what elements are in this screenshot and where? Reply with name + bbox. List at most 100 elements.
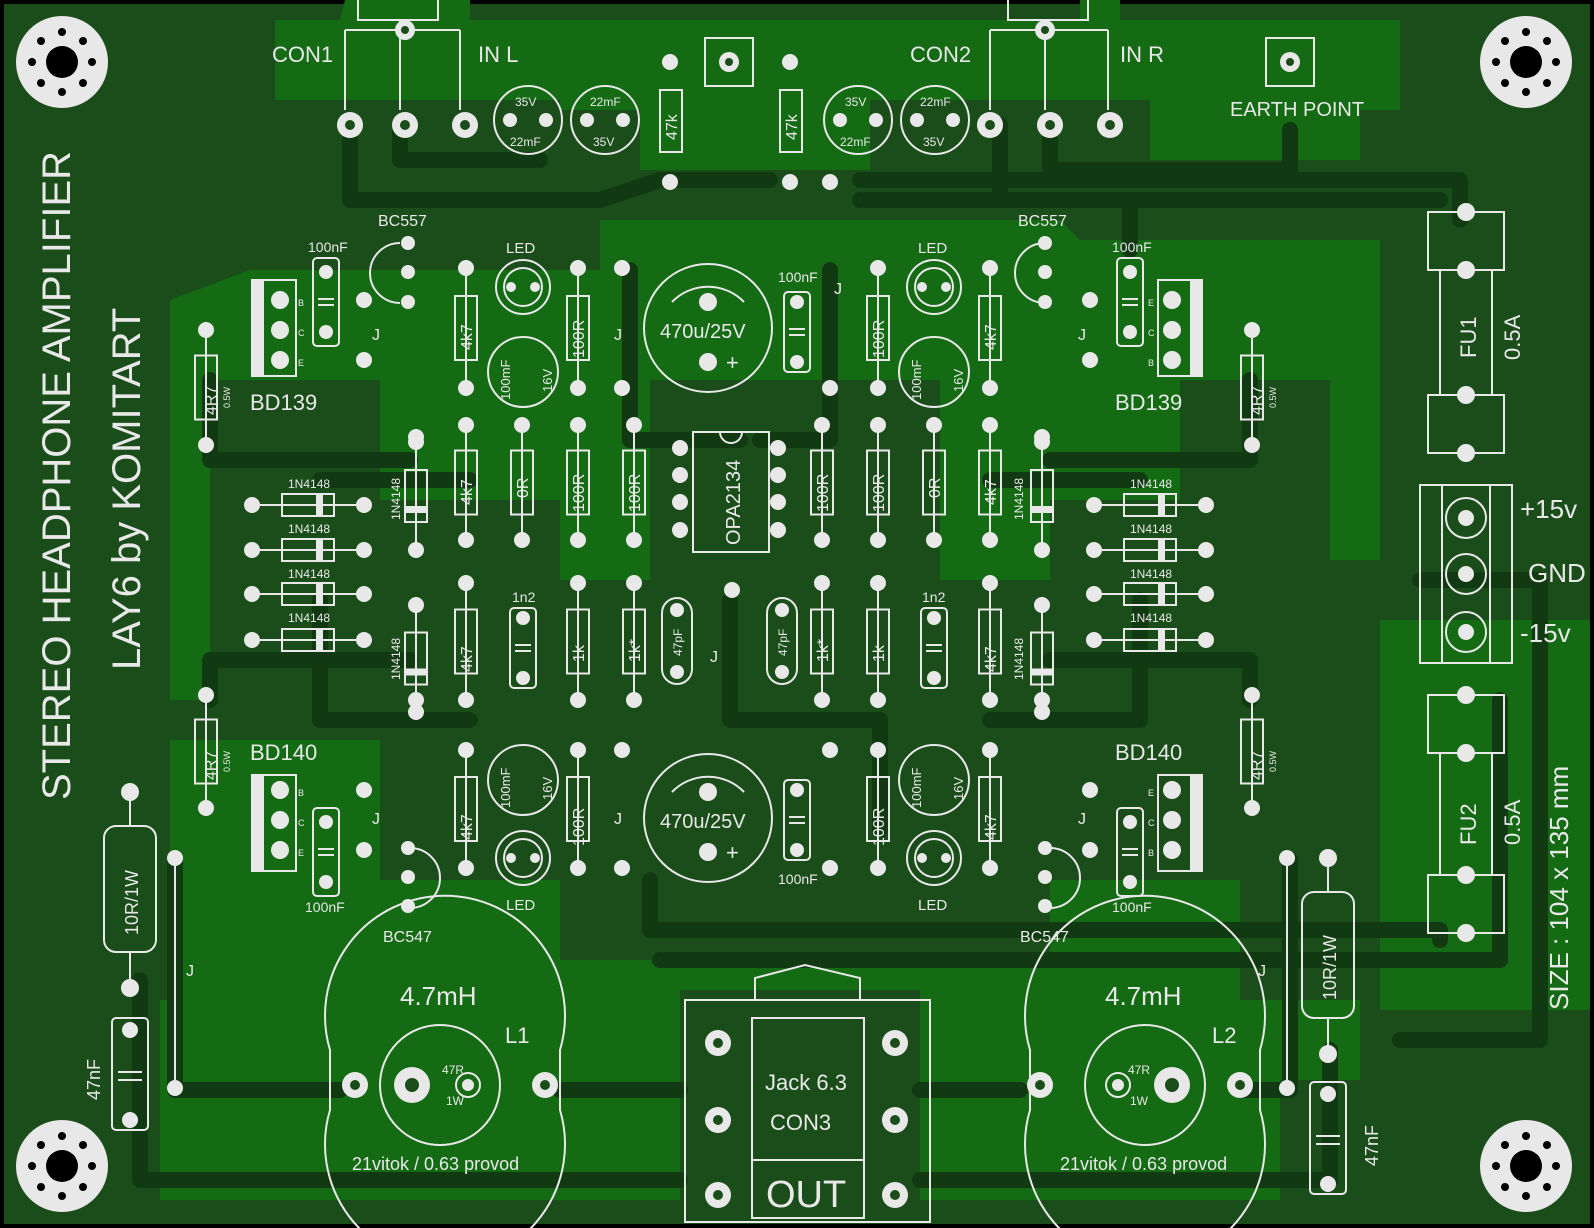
via-pad xyxy=(356,782,372,798)
via-pad xyxy=(614,260,630,276)
svg-text:4k7: 4k7 xyxy=(983,324,1000,350)
diode xyxy=(1086,538,1214,562)
svg-text:100mF: 100mF xyxy=(498,767,513,808)
svg-text:4k7: 4k7 xyxy=(983,814,1000,840)
svg-text:1N4148: 1N4148 xyxy=(1130,567,1172,581)
input-connector-right: CON2 IN R xyxy=(910,0,1164,138)
svg-text:J: J xyxy=(614,811,622,828)
svg-text:100R: 100R xyxy=(871,320,888,358)
svg-text:E: E xyxy=(298,848,304,858)
svg-text:1k: 1k xyxy=(571,644,588,662)
via-pad xyxy=(1082,292,1098,308)
svg-text:0.5W: 0.5W xyxy=(1268,386,1278,408)
cap-470u-top: 470u/25V + xyxy=(643,263,773,393)
svg-text:L2: L2 xyxy=(1212,1023,1236,1048)
svg-text:47k: 47k xyxy=(784,113,801,140)
svg-text:E: E xyxy=(298,358,304,368)
svg-text:1N4148: 1N4148 xyxy=(288,611,330,625)
jack-ref: CON3 xyxy=(770,1110,831,1135)
svg-text:100mF: 100mF xyxy=(909,767,924,808)
svg-text:1W: 1W xyxy=(1130,1094,1149,1108)
svg-text:100nF: 100nF xyxy=(1112,239,1152,255)
via-pad xyxy=(1082,782,1098,798)
resistor xyxy=(566,575,590,708)
bd139-right-label: BD139 xyxy=(1115,390,1182,415)
svg-text:0.5W: 0.5W xyxy=(222,386,232,408)
transistor-bd140-left: B C E BD140 xyxy=(250,740,317,872)
fuse-fu2: FU2 0.5A xyxy=(1427,686,1525,942)
svg-text:BC547: BC547 xyxy=(1020,929,1069,946)
svg-text:100nF: 100nF xyxy=(778,871,818,887)
svg-text:16V: 16V xyxy=(540,777,555,800)
svg-text:J: J xyxy=(834,281,842,298)
svg-text:1k: 1k xyxy=(871,644,888,662)
input-connector-left: CON1 IN L xyxy=(272,0,518,138)
diode xyxy=(1086,628,1214,652)
transistor-bc557-left: BC557 xyxy=(369,213,427,309)
svg-text:FU1: FU1 xyxy=(1456,316,1481,358)
diode xyxy=(244,628,372,652)
resistor xyxy=(866,417,890,548)
svg-text:BC547: BC547 xyxy=(383,929,432,946)
resistor xyxy=(622,417,646,548)
resistor xyxy=(1240,687,1264,816)
diode xyxy=(404,434,428,558)
diode xyxy=(1030,597,1054,720)
svg-text:100R: 100R xyxy=(627,474,644,512)
svg-text:47nF: 47nF xyxy=(1362,1125,1382,1166)
diode xyxy=(244,582,372,606)
con1-label: CON1 xyxy=(272,42,333,67)
svg-text:4k7: 4k7 xyxy=(983,479,1000,505)
minus-15v-label: -15v xyxy=(1520,618,1571,648)
transistor-bd140-right: E C B BD140 xyxy=(1115,740,1203,872)
svg-text:22mF: 22mF xyxy=(510,135,541,149)
svg-text:100nF: 100nF xyxy=(308,239,348,255)
svg-text:100nF: 100nF xyxy=(778,269,818,285)
resistor xyxy=(810,575,834,708)
svg-text:0.5W: 0.5W xyxy=(222,750,232,772)
svg-text:BC557: BC557 xyxy=(1018,213,1067,230)
inductor-l1: 4.7mH L1 47R 1W 21vitok / 0.63 provod xyxy=(324,894,566,1228)
svg-text:0R: 0R xyxy=(927,478,944,498)
svg-text:100R: 100R xyxy=(871,474,888,512)
resistor xyxy=(510,417,534,548)
inductor-l2: 4.7mH L2 47R 1W 21vitok / 0.63 provod xyxy=(1024,894,1266,1228)
svg-text:C: C xyxy=(298,818,305,828)
svg-text:B: B xyxy=(1148,848,1154,858)
svg-text:21vitok / 0.63 provod: 21vitok / 0.63 provod xyxy=(352,1154,519,1174)
mounting-holes xyxy=(16,16,1572,1212)
svg-text:47R: 47R xyxy=(1128,1063,1150,1077)
diode xyxy=(244,538,372,562)
resistor xyxy=(866,260,890,396)
via-pad xyxy=(822,380,838,396)
svg-text:16V: 16V xyxy=(951,369,966,392)
power-terminal: +15v GND -15v xyxy=(1419,484,1586,664)
svg-text:C: C xyxy=(1148,818,1155,828)
fuse-fu1: FU1 0.5A xyxy=(1427,203,1525,462)
resistor xyxy=(566,742,590,876)
svg-text:0R: 0R xyxy=(515,478,532,498)
svg-text:16V: 16V xyxy=(540,369,555,392)
resistor xyxy=(922,417,946,548)
svg-text:+: + xyxy=(726,840,739,865)
opamp-ic: OPA2134 xyxy=(672,431,786,553)
resistor xyxy=(866,575,890,708)
via-pad xyxy=(614,742,630,758)
svg-text:J: J xyxy=(1078,811,1086,828)
via-pad xyxy=(1082,352,1098,368)
svg-text:LED: LED xyxy=(506,240,535,257)
resistor-47k-left: 47k xyxy=(659,54,683,190)
svg-text:B: B xyxy=(298,298,304,308)
test-point-square xyxy=(704,37,754,87)
earth-point: EARTH POINT xyxy=(1230,37,1364,121)
svg-text:0.5A: 0.5A xyxy=(1500,314,1525,360)
jumper-wires-bottom xyxy=(167,850,1295,1096)
resistor xyxy=(866,742,890,876)
cap-470u-bottom: 470u/25V + xyxy=(643,753,773,883)
svg-text:47nF: 47nF xyxy=(84,1059,104,1100)
svg-text:4k7: 4k7 xyxy=(983,646,1000,672)
svg-text:B: B xyxy=(1148,358,1154,368)
diode xyxy=(244,493,372,517)
svg-text:35V: 35V xyxy=(845,95,866,109)
diode xyxy=(1030,434,1054,558)
